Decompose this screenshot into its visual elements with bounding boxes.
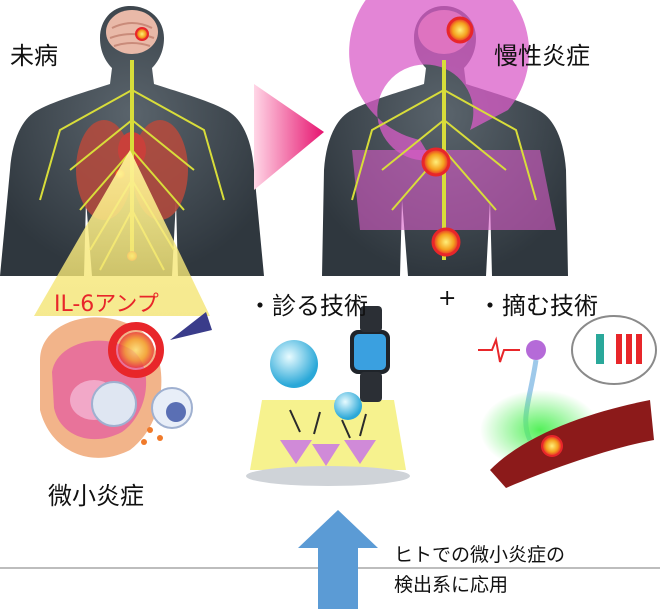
neuron-icon (478, 340, 520, 362)
label-diagnose-tech: ・診る技術 (248, 286, 368, 321)
label-chronic-inflammation: 慢性炎症 (494, 36, 590, 71)
application-arrow (298, 510, 378, 609)
label-plus: + (438, 286, 456, 311)
progression-arrow (254, 84, 324, 190)
label-pre-disease: 未病 (10, 36, 58, 71)
label-application-line2: 検出系に応用 (394, 570, 508, 597)
cell-cluster (40, 312, 212, 458)
neuron-vessel-figure (478, 316, 656, 488)
label-il6-amp: IL-6アンプ (54, 286, 159, 318)
label-remove-tech: ・摘む技術 (478, 286, 598, 321)
label-micro-inflammation: 微小炎症 (48, 476, 144, 511)
label-application-line1: ヒトでの微小炎症の (394, 540, 565, 567)
sensor-figure (246, 306, 410, 486)
